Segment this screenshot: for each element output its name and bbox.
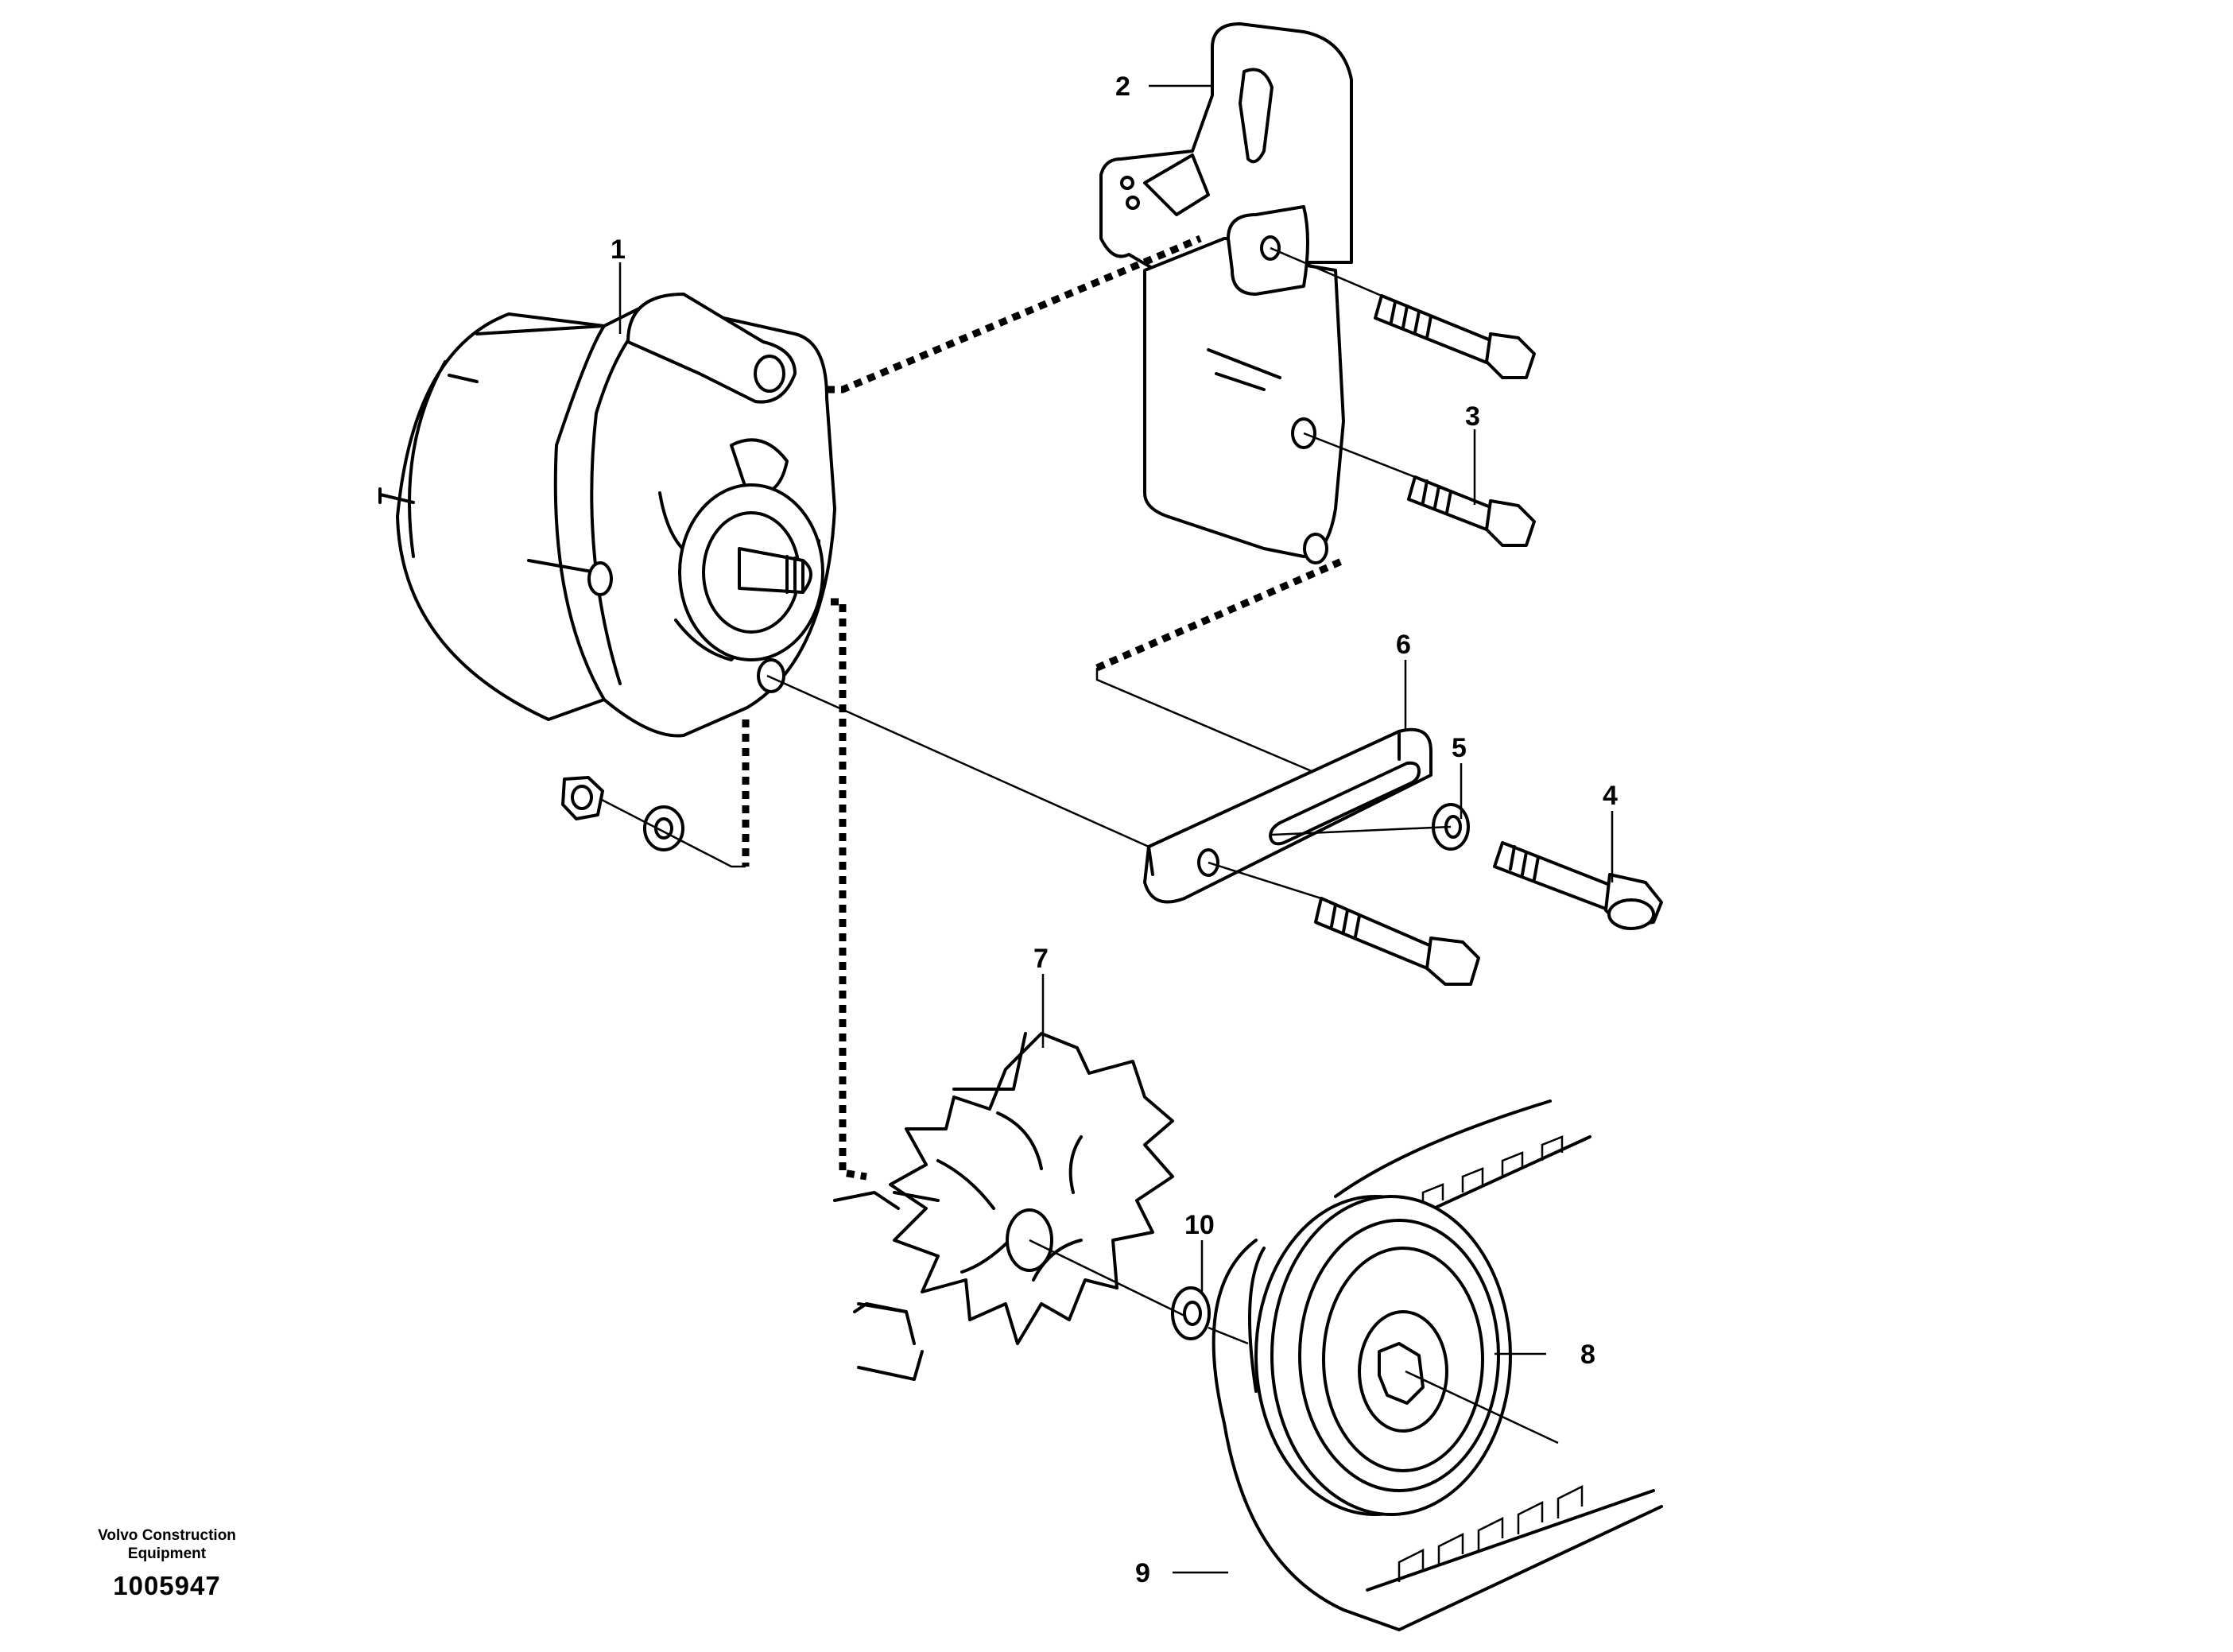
flange-bolt <box>1493 841 1663 930</box>
callout-1: 1 <box>611 235 626 265</box>
washer-left <box>643 805 684 851</box>
callout-8: 8 <box>1580 1340 1595 1370</box>
bolt-lower <box>1314 897 1480 986</box>
callout-9: 9 <box>1135 1558 1150 1588</box>
callout-10: 10 <box>1184 1210 1215 1240</box>
bolt-upper <box>1374 294 1536 379</box>
brand-line-2: Equipment <box>127 1545 207 1562</box>
callout-3: 3 <box>1465 401 1480 432</box>
callout-6: 6 <box>1396 630 1411 660</box>
callout-5: 5 <box>1452 733 1467 763</box>
nut <box>561 776 604 820</box>
adjusting-link <box>1143 727 1432 904</box>
brand-line-1: Volvo Construction <box>98 1527 236 1544</box>
bolt-middle <box>1407 475 1536 547</box>
leader-lines <box>618 84 1614 1574</box>
v-belt <box>1211 1099 1663 1631</box>
alternator <box>378 293 836 738</box>
callout-7: 7 <box>1033 944 1049 974</box>
pulley <box>1254 1195 1512 1516</box>
callout-2: 2 <box>1115 72 1130 102</box>
cooling-fan <box>833 1032 1174 1381</box>
footer: Volvo Construction Equipment 1005947 <box>48 1526 286 1601</box>
assembly-lines <box>599 235 1559 1445</box>
mounting-bracket <box>1099 22 1353 564</box>
callout-4: 4 <box>1603 781 1618 811</box>
document-number: 1005947 <box>113 1571 221 1600</box>
washer-10 <box>1171 1286 1211 1340</box>
